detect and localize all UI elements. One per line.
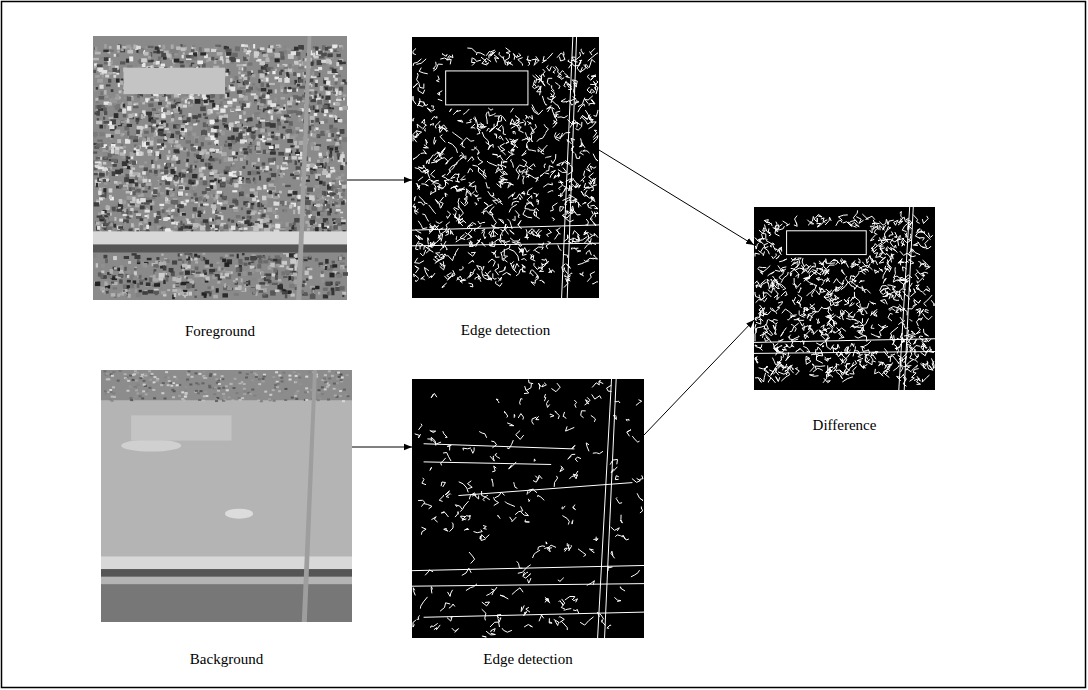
image-caption: Difference (754, 416, 935, 434)
flow-arrow (352, 447, 412, 448)
image-panel: Difference (754, 207, 935, 434)
image-panel: Edge detection (412, 379, 644, 668)
flow-arrow (347, 180, 412, 181)
image-panel: Background (101, 370, 352, 668)
background-photo (101, 370, 352, 622)
foreground-photo (93, 36, 348, 300)
image-caption: Foreground (93, 322, 347, 340)
edge-map (412, 37, 599, 298)
difference-map (754, 207, 935, 390)
image-panel: Foreground (93, 36, 347, 340)
flow-arrow (644, 320, 754, 435)
image-caption: Edge detection (412, 650, 644, 668)
flow-arrow (599, 150, 754, 245)
image-caption: Edge detection (412, 321, 599, 339)
image-panel: Edge detection (412, 37, 599, 339)
edge-map (412, 379, 644, 638)
image-caption: Background (101, 650, 352, 668)
